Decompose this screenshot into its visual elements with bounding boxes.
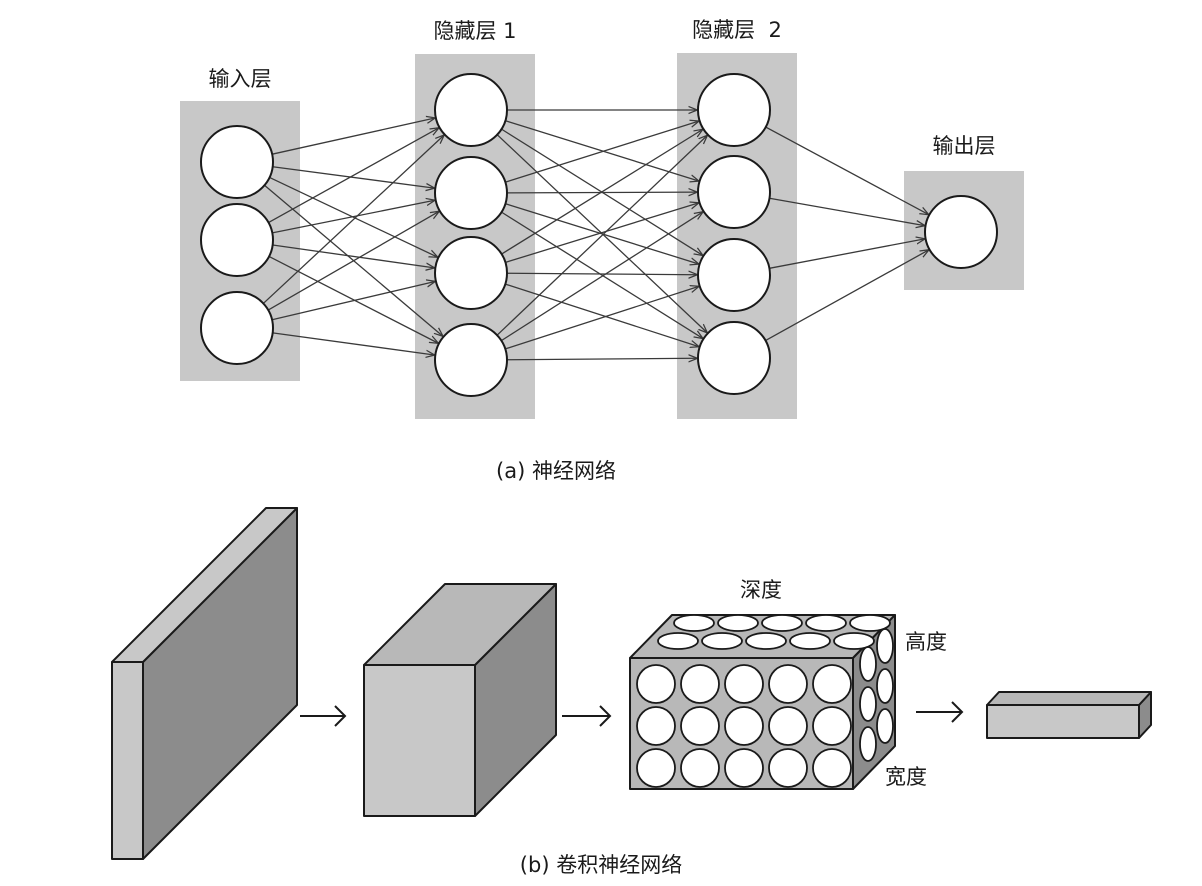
front-neuron [768,748,808,788]
connection-edge [505,120,698,181]
front-neuron [768,706,808,746]
arrow-2 [562,705,612,727]
connection-edge [271,281,435,321]
top-neuron [833,632,875,650]
neuron-node [697,155,771,229]
top-neuron [745,632,787,650]
neurons [200,73,998,397]
connection-edge [262,135,444,304]
connection-edge [272,332,435,355]
neuron-holes [636,614,894,788]
feature-volume [363,583,557,817]
neuron-node [200,291,274,365]
label-height: 高度 [905,630,947,654]
neural-network-diagram: 输入层 隐藏层 1 隐藏层 2 输出层 (a) 神经网络 [180,18,1024,483]
top-neuron [789,632,831,650]
layer-label-input: 输入层 [209,67,272,91]
input-volume [111,507,298,860]
connection-edge [505,203,698,264]
layer-label-hidden-1: 隐藏层 1 [433,19,516,43]
side-neuron [876,628,894,664]
connection-edge [269,176,438,257]
connection-edge [272,118,435,155]
connection-edge [505,121,698,183]
layer-label-output: 输出层 [933,134,996,158]
top-neuron [849,614,891,632]
connections [262,110,929,360]
connection-edge [769,197,924,225]
label-depth: 深度 [740,578,782,602]
neuron-node [200,125,274,199]
top-neuron [673,614,715,632]
caption-cnn: (b) 卷积神经网络 [520,853,682,877]
front-neuron [812,748,852,788]
connection-edge [505,283,699,347]
front-neuron [768,664,808,704]
output-volume-front [986,704,1140,739]
front-neuron [724,748,764,788]
connection-edge [272,244,435,268]
connection-edge [500,212,702,342]
neuron-node [200,203,274,277]
front-neuron [636,706,676,746]
front-neuron [724,664,764,704]
neuron-node [434,156,508,230]
side-neuron [859,686,877,722]
connection-edge [506,273,697,274]
connection-edge [272,200,434,234]
front-neuron [724,706,764,746]
front-neuron [680,748,720,788]
arrow-3 [916,701,964,723]
layer-label-hidden-2: 隐藏层 2 [692,18,782,42]
connection-edge [501,129,703,255]
label-width: 宽度 [885,765,927,789]
output-volume [986,691,1152,739]
input-volume-front [111,661,144,860]
connection-edge [765,250,928,342]
side-neuron [859,726,877,762]
front-neuron [680,664,720,704]
connection-edge [496,135,707,336]
connection-edge [769,239,924,269]
feature-volume-front [363,664,476,817]
front-neuron [812,706,852,746]
top-neuron [657,632,699,650]
cnn-diagram: 深度 高度 宽度 (b) 卷积神经网络 [111,507,1152,877]
neuron-volume [629,614,896,790]
front-neuron [812,664,852,704]
top-neuron [701,632,743,650]
connection-edge [268,255,438,343]
output-volume-top [986,691,1152,706]
neuron-node [697,321,771,395]
top-neuron [717,614,759,632]
connection-edge [765,126,929,214]
neuron-node [697,73,771,147]
top-neuron [761,614,803,632]
side-neuron [876,708,894,744]
front-neuron [680,706,720,746]
connection-edge [505,286,699,350]
caption-neural-network: (a) 神经网络 [496,459,616,483]
front-neuron [636,664,676,704]
front-neuron [636,748,676,788]
neuron-node [434,236,508,310]
side-neuron [859,646,877,682]
arrow-1 [300,705,347,727]
neuron-node [924,195,998,269]
neuron-node [697,238,771,312]
top-neuron [805,614,847,632]
connection-edge [268,128,438,224]
connection-edge [505,203,698,264]
connection-edge [267,211,439,311]
connection-edge [506,358,697,359]
neuron-node [434,73,508,147]
connection-edge [272,166,435,188]
side-neuron [876,668,894,704]
neuron-node [434,323,508,397]
